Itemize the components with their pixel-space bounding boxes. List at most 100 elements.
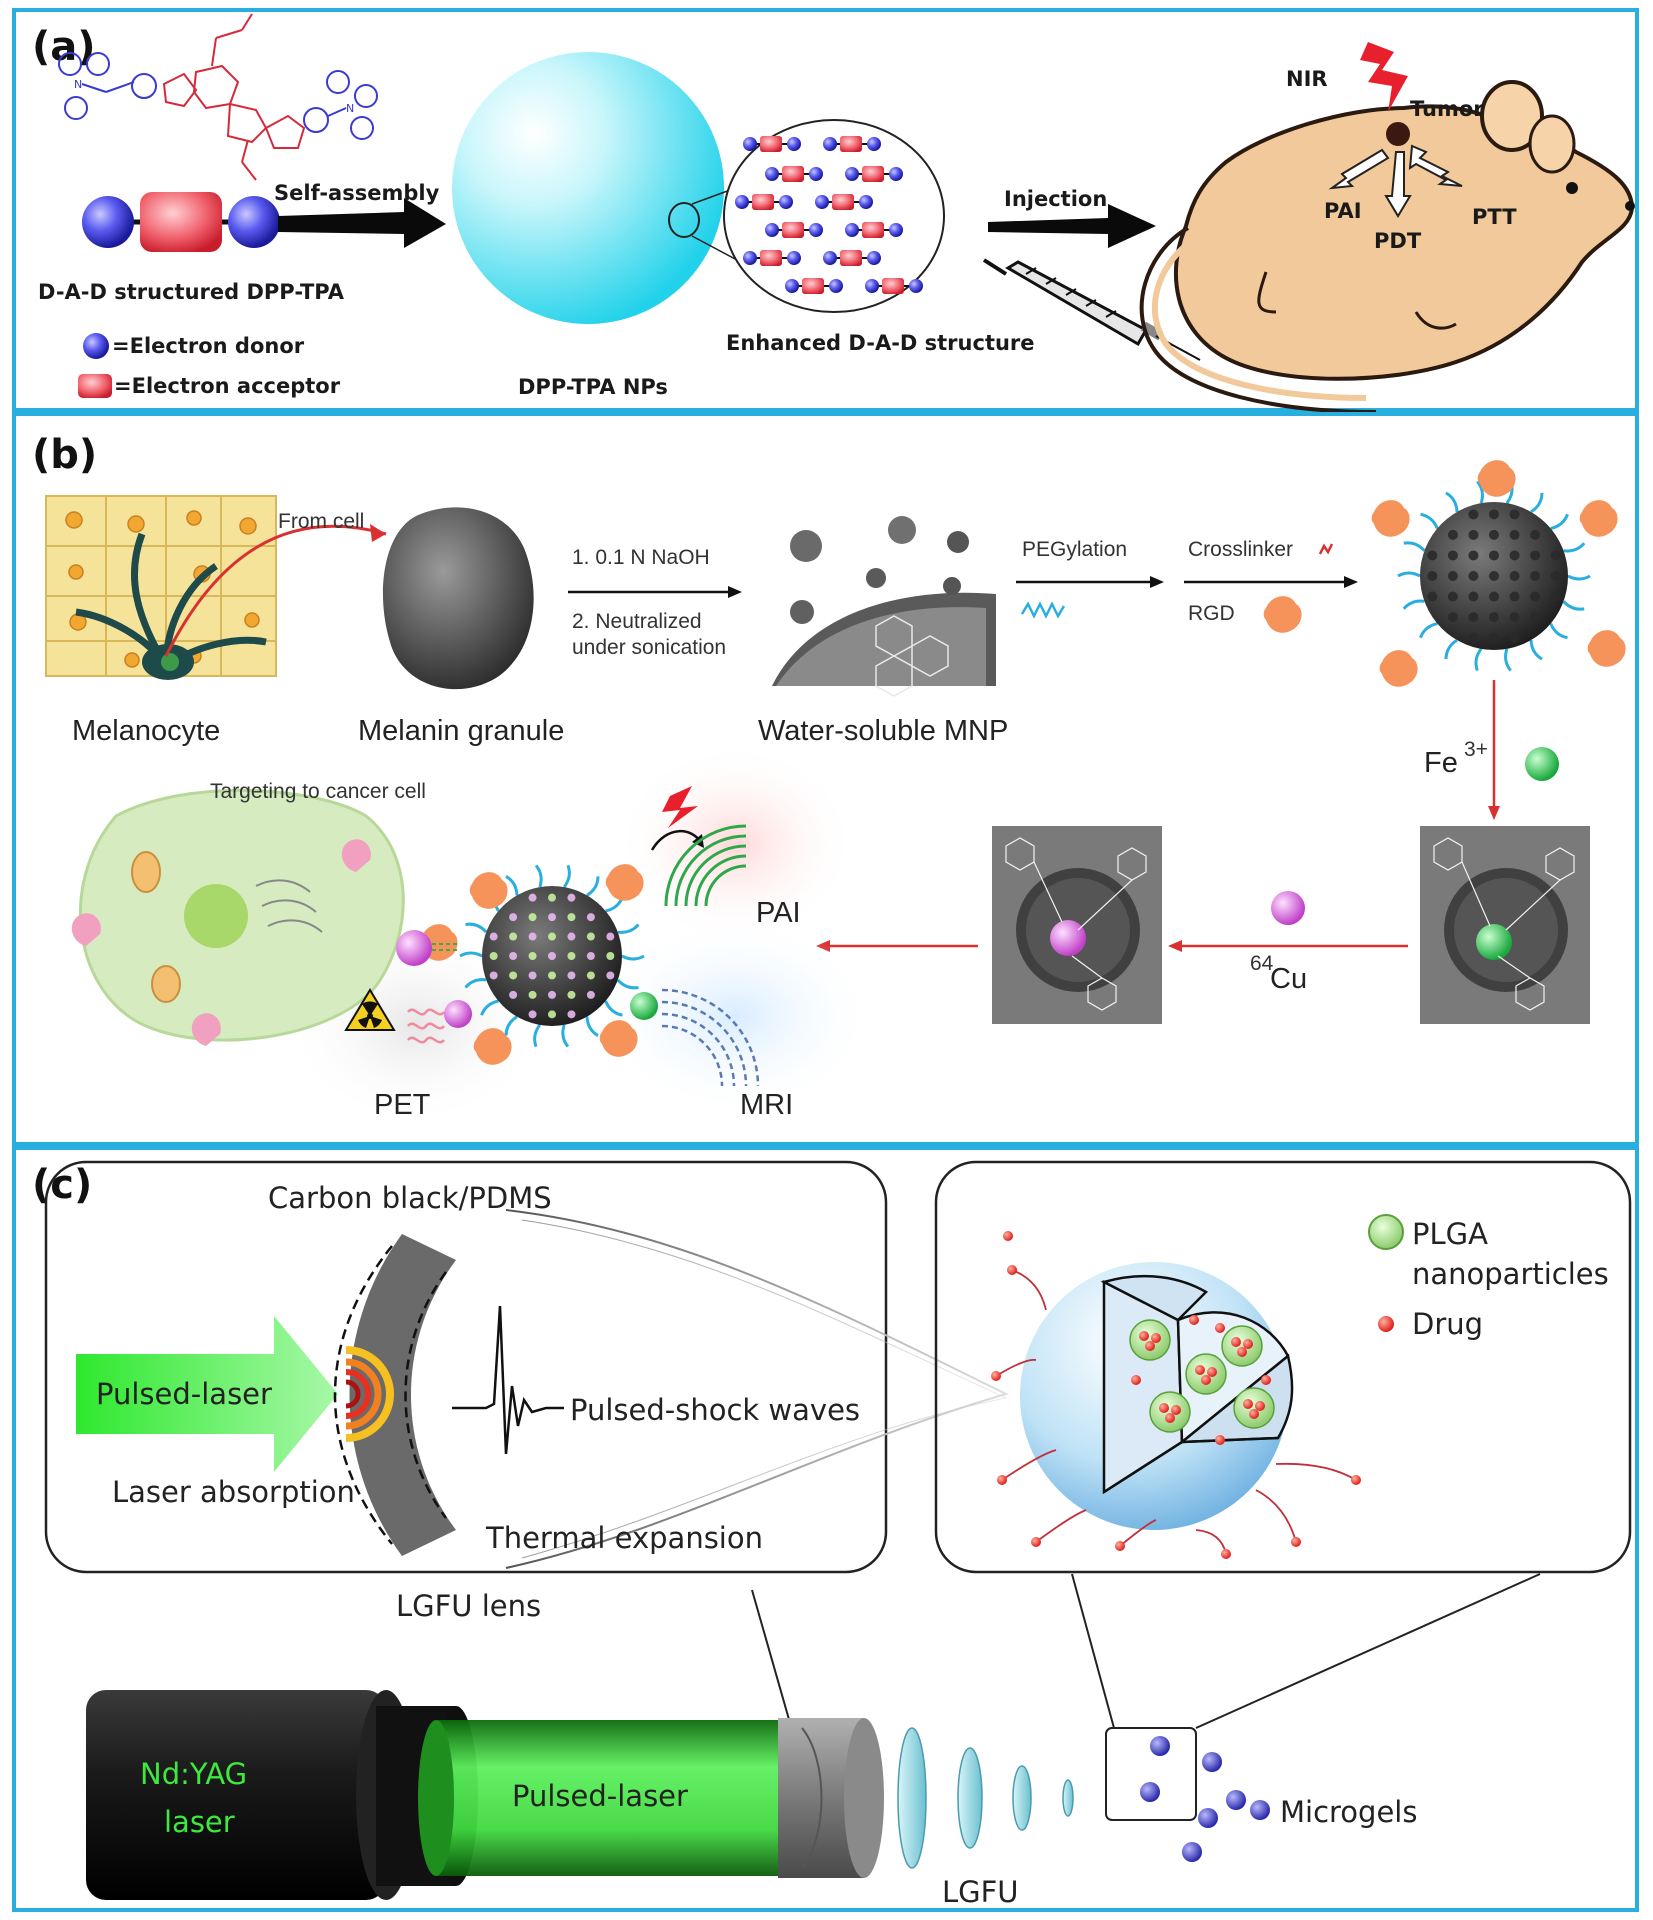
cu-chelated-mnp-inset (992, 826, 1162, 1024)
acceptor-block-icon (140, 192, 222, 252)
panel-b-label: (b) (32, 432, 97, 478)
inset-donor-icon (909, 279, 923, 293)
lgfu-label: LGFU (942, 1875, 1019, 1909)
inset-donor-icon (765, 223, 779, 237)
fe-ion-icon (1525, 747, 1559, 781)
plga-nanoparticle-icon (1185, 1353, 1227, 1395)
from-cell-label: From cell (278, 510, 364, 533)
legend-acceptor-icon (78, 374, 112, 398)
microgel-icon (1140, 1782, 1160, 1802)
free-drug-icon (1261, 1375, 1271, 1385)
legend-structure-text: D-A-D structured DPP-TPA (38, 280, 345, 304)
microgel-callout-box (934, 1160, 1632, 1574)
pdt-arrow-icon (1384, 151, 1412, 218)
zoom-circle (668, 202, 700, 238)
inset-donor-icon (809, 167, 823, 181)
inset-donor-icon (823, 251, 837, 265)
fe-chelated-mnp-inset (1420, 826, 1590, 1024)
inset-donor-icon (823, 137, 837, 151)
plga-nanoparticle-icon (1221, 1325, 1263, 1367)
lgfu-curved-lens (349, 1234, 456, 1556)
self-assembly-label: Self-assembly (274, 181, 440, 205)
free-drug-icon (1189, 1315, 1199, 1325)
inset-donor-icon (845, 167, 859, 181)
pulsed-laser-arrow-label: Pulsed-laser (96, 1377, 272, 1411)
cancer-cell (71, 788, 405, 1046)
rgd-peptide-icon (1477, 460, 1516, 497)
targeting-label: Targeting to cancer cell (210, 780, 426, 803)
inset-donor-icon (809, 223, 823, 237)
inset-acceptor-icon (752, 194, 774, 210)
panel-c-diagram: (c) Carbon black/PDMS Pulsed-laser Laser… (32, 1160, 1632, 1909)
multimodal-mnp (419, 864, 645, 1065)
inset-acceptor-icon (862, 222, 884, 238)
focal-region-box (1105, 1727, 1197, 1821)
lgfu-cap (778, 1718, 884, 1878)
released-drug-icon (1031, 1537, 1041, 1547)
microgel-icon (1198, 1808, 1218, 1828)
ptt-label: PTT (1472, 205, 1517, 229)
melanin-granule-label: Melanin granule (358, 715, 564, 747)
microgel-icon (1150, 1736, 1170, 1756)
rgd-peptide-icon (1579, 500, 1618, 537)
svg-text:N: N (74, 78, 82, 91)
radiation-warning-icon (344, 988, 396, 1031)
cu-label: Cu (1270, 963, 1307, 995)
released-drug-icon (1291, 1537, 1301, 1547)
cu-pet-agent-icon (444, 1000, 472, 1028)
melanocyte-tissue (45, 495, 277, 680)
svg-text:N: N (346, 102, 354, 115)
inset-donor-icon (779, 195, 793, 209)
panel-a: (a) N N (12, 8, 1639, 414)
functionalized-mnp (1371, 460, 1626, 687)
carbon-black-label: Carbon black/PDMS (268, 1181, 552, 1215)
crosslinker-label: Crosslinker (1188, 538, 1293, 561)
inset-acceptor-icon (782, 166, 804, 182)
inset-donor-icon (815, 195, 829, 209)
mri-wave-icon (661, 988, 760, 1087)
inset-donor-icon (743, 137, 757, 151)
inset-acceptor-icon (802, 278, 824, 294)
pet-label: PET (374, 1089, 431, 1121)
from-cell-arrow-icon (164, 524, 387, 657)
released-drug-icon (1115, 1541, 1125, 1551)
panel-b: (b) From cell Melanocyte Melanin granule (12, 412, 1639, 1146)
free-drug-icon (1215, 1323, 1225, 1333)
pet-wave-icon (407, 1008, 445, 1044)
panel-a-label: (a) (32, 24, 96, 70)
thermal-expansion-label: Thermal expansion (485, 1521, 763, 1555)
plga-legend-icon (1368, 1214, 1404, 1250)
inset-acceptor-icon (760, 250, 782, 266)
donor-sphere-icon (82, 196, 134, 248)
inset-acceptor-icon (840, 136, 862, 152)
microgel-icon (1182, 1842, 1202, 1862)
mri-label: MRI (740, 1089, 793, 1121)
legend-acceptor-text: =Electron acceptor (114, 374, 341, 398)
inset-donor-icon (845, 223, 859, 237)
pai-halo (616, 744, 856, 944)
water-soluble-mnp (772, 516, 996, 697)
microgels-label: Microgels (1280, 1795, 1417, 1829)
inset-donor-icon (743, 251, 757, 265)
lens-connector-line (751, 1589, 793, 1731)
released-drug-icon (997, 1475, 1007, 1485)
microgel-icon (1250, 1800, 1270, 1820)
rgd-label: RGD (1188, 602, 1235, 625)
inset-donor-icon (765, 167, 779, 181)
rgd-peptide-icon (473, 1028, 512, 1065)
crosslinker-icon (1318, 543, 1334, 555)
inset-donor-icon (829, 279, 843, 293)
pai-arrow-icon (1328, 148, 1390, 190)
nd-yag-label-line2: laser (164, 1805, 235, 1839)
rgd-peptide-icon (599, 1020, 638, 1057)
mri-halo (596, 916, 876, 1116)
inset-donor-icon (787, 251, 801, 265)
drug-release-strands (991, 1231, 1361, 1559)
inset-acceptor-icon (832, 194, 854, 210)
panel-a-diagram: (a) N N (32, 13, 1635, 414)
free-drug-icon (1215, 1435, 1225, 1445)
step1-label: 1. 0.1 N NaOH (572, 546, 710, 569)
plga-nanoparticle-icon (1129, 1319, 1171, 1361)
inset-dad-array (735, 136, 923, 294)
plga-nanoparticle-group (1129, 1315, 1275, 1445)
